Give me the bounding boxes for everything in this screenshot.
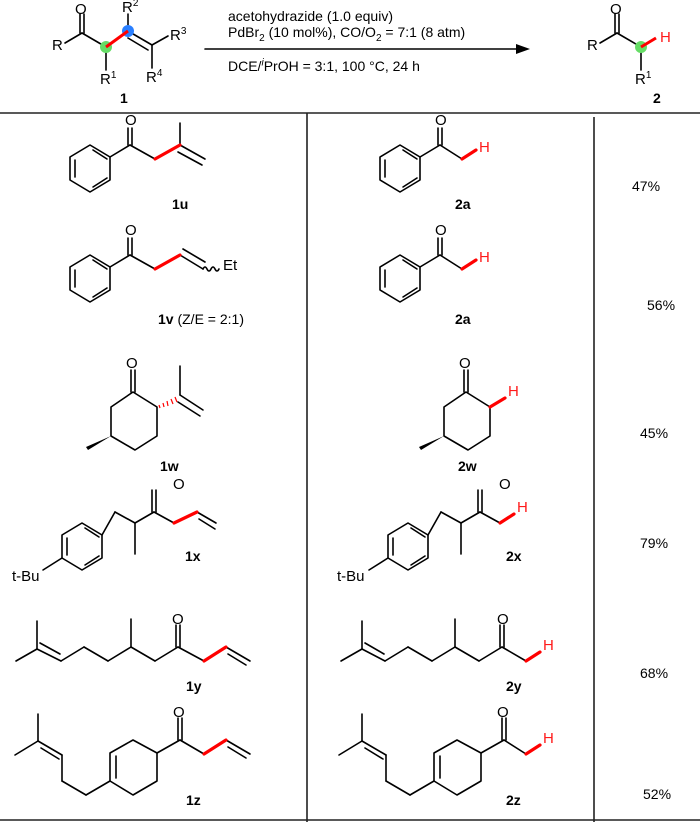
product-label: 2a <box>455 311 471 327</box>
atom-o: O <box>125 112 137 129</box>
atom-o: O <box>497 704 509 721</box>
substrate-label: 1u <box>172 196 189 212</box>
substrate-label: 1w <box>160 458 179 474</box>
substrate-label: 1x <box>185 548 201 564</box>
atom-o: O <box>75 1 87 18</box>
atom-o: O <box>172 611 184 628</box>
product-atom-h: H <box>660 29 671 46</box>
product-label: 2z <box>506 792 521 808</box>
atom-r4: R4 <box>146 68 163 86</box>
atom-o: O <box>125 222 137 239</box>
atom-r2: R2 <box>122 0 139 16</box>
atom-o: O <box>173 704 185 721</box>
condition-reagent: acetohydrazide (1.0 equiv) <box>228 8 393 24</box>
yield-value: 52% <box>643 786 672 802</box>
atom-o: O <box>497 611 509 628</box>
product-label: 2a <box>455 196 471 212</box>
atom-h: H <box>479 249 490 266</box>
atom-o: O <box>435 112 447 129</box>
yield-value: 56% <box>647 297 676 313</box>
atom-o: O <box>173 476 185 493</box>
substrate-label: 1v (Z/E = 2:1) <box>158 311 244 327</box>
yield-value: 45% <box>640 425 669 441</box>
yield-value: 47% <box>632 178 661 194</box>
atom-o: O <box>126 355 138 372</box>
atom-h: H <box>543 730 554 747</box>
product-label: 2y <box>506 678 522 694</box>
product-atom-o: O <box>610 1 622 18</box>
product-atom-r1: R1 <box>635 70 652 88</box>
atom-et: Et <box>223 257 238 274</box>
atom-h: H <box>517 499 528 516</box>
atom-tbu: t-Bu <box>12 568 40 585</box>
atom-tbu: t-Bu <box>337 568 365 585</box>
atom-o: O <box>435 222 447 239</box>
atom-h: H <box>543 637 554 654</box>
atom-r1: R1 <box>100 70 117 88</box>
atom-o: O <box>459 355 471 372</box>
product-atom-r: R <box>587 37 598 54</box>
compound-label-2: 2 <box>653 90 661 106</box>
atom-o: O <box>499 476 511 493</box>
product-label: 2w <box>458 458 477 474</box>
atom-r: R <box>52 37 63 54</box>
atom-h: H <box>479 139 490 156</box>
condition-solvent-temp: DCE/iPrOH = 3:1, 100 °C, 24 h <box>228 57 420 74</box>
condition-catalyst: PdBr2 (10 mol%), CO/O2 = 7:1 (8 atm) <box>228 24 466 44</box>
yield-value: 68% <box>640 665 669 681</box>
arrow-head-icon <box>516 44 530 54</box>
substrate-label: 1y <box>186 678 202 694</box>
compound-label-1: 1 <box>120 90 128 106</box>
substrate-label: 1z <box>186 792 201 808</box>
atom-r3: R3 <box>170 26 187 44</box>
product-label: 2x <box>506 548 522 564</box>
atom-h: H <box>508 383 519 400</box>
yield-value: 79% <box>640 535 669 551</box>
